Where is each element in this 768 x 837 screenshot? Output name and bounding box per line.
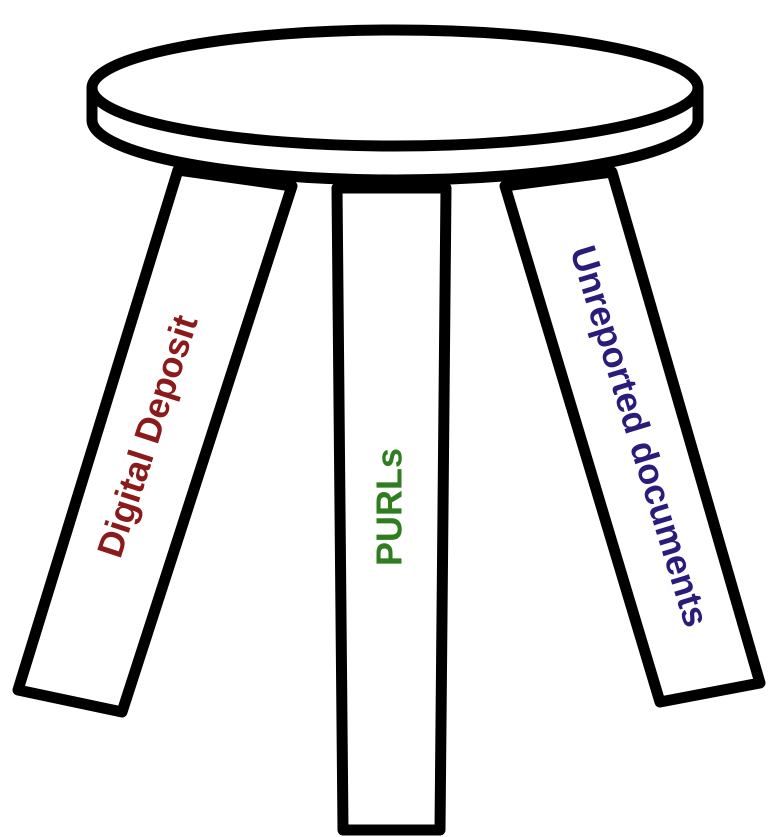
- stool-seat-top: [92, 30, 698, 146]
- stool-seat: [92, 30, 698, 180]
- leg-label-purls: PURLs: [369, 448, 410, 566]
